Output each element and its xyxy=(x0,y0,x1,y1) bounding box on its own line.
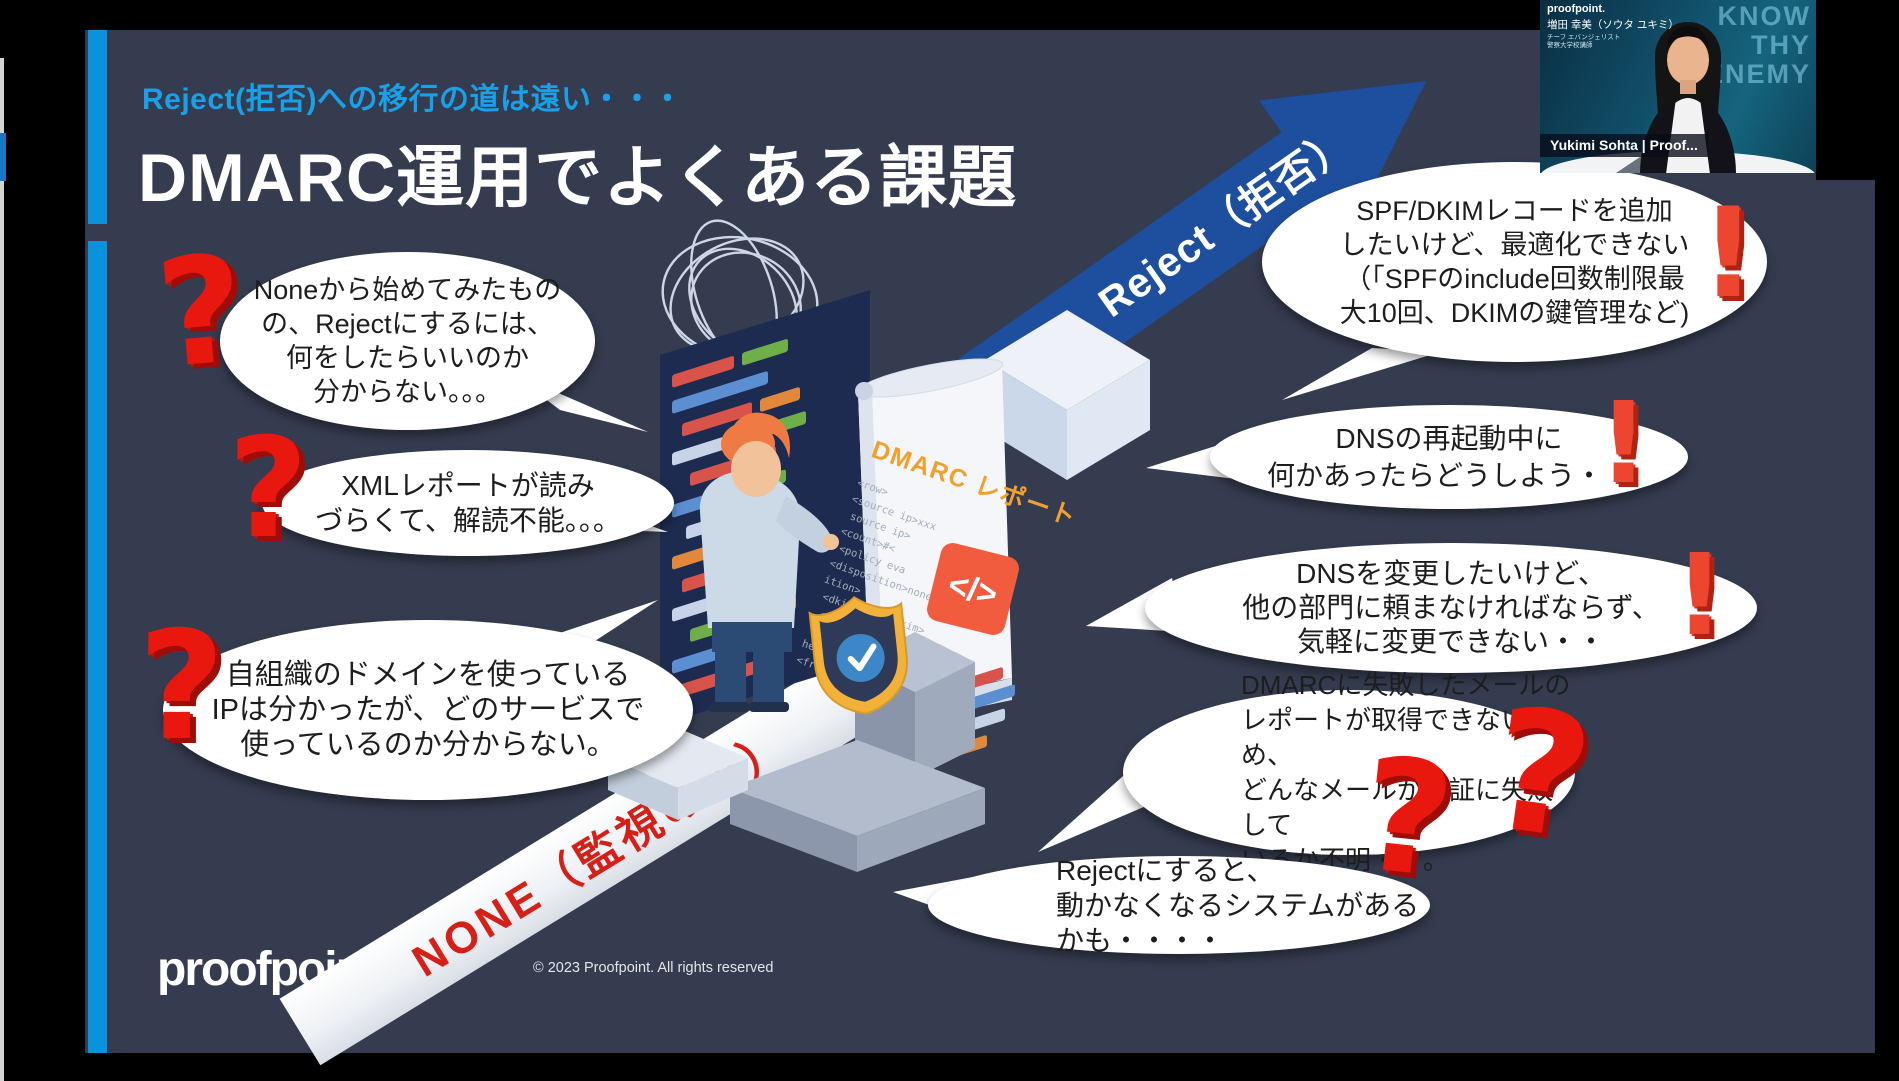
webcam-tile[interactable]: KNOW THY ENEMY proofpoint. 増田 幸美（ソウタ ユキミ… xyxy=(1540,0,1816,173)
bubble-text: DMARCに失敗したメールの レポートが取得できないため、 どんなメールが認証に… xyxy=(1241,669,1571,875)
webcam-brand-logo: proofpoint. xyxy=(1547,3,1606,15)
webcam-speaker-title: 警察大学校講師 xyxy=(1547,42,1593,49)
webcam-speaker-name: 増田 幸美（ソウタ ユキミ） xyxy=(1547,19,1679,31)
exclamation-mark-icon: ! xyxy=(1598,379,1650,509)
webcam-name-tag: Yukimi Sohta | Proof... xyxy=(1540,134,1708,157)
bubble-dns-restart: DNSの再起動中に 何かあったらどうしよう・・ xyxy=(1210,405,1688,509)
copyright-text: © 2023 Proofpoint. All rights reserved xyxy=(533,960,774,976)
bubble-text: 自組織のドメインを使っている IPは分かったが、どのサービスで 使っているのか分… xyxy=(211,658,645,761)
slide-kicker: Reject(拒否)への移行の道は遠い・・・ xyxy=(142,83,684,116)
bubble-text: SPF/DKIMレコードを追加 したいけど、最適化できない （「SPFのincl… xyxy=(1339,196,1690,328)
exclamation-mark-icon: ! xyxy=(1674,531,1726,661)
webcam-speaker-title: チーフ エバンジェリスト xyxy=(1547,34,1621,41)
bubble-dns-change: DNSを変更したいけど、 他の部門に頼まなければならず、 気軽に変更できない・・ xyxy=(1145,543,1757,673)
webcam-bg-text: KNOW THY ENEMY xyxy=(1704,1,1811,89)
bubble-text: XMLレポートが読み づらくて、解読不能。。。 xyxy=(315,470,621,536)
bubble-reject-break: Rejectにすると、 動かなくなるシステムがあるかも・・・・ xyxy=(928,855,1430,956)
bubble-text: Rejectにすると、 動かなくなるシステムがあるかも・・・・ xyxy=(1056,854,1420,956)
question-mark-icon: ? xyxy=(228,408,309,569)
slide-accent-bar xyxy=(88,30,107,224)
bubble-none-start: Noneから始めてみたもの の、Rejectにするには、 何をしたらいいのか 分… xyxy=(220,252,595,430)
question-mark-icon: ? xyxy=(138,600,226,774)
question-mark-icon: ? xyxy=(1352,722,1462,914)
slide-accent-bar xyxy=(88,241,107,1053)
bubble-own-domain: 自組織のドメインを使っている IPは分かったが、どのサービスで 使っているのか分… xyxy=(163,620,693,800)
slide-title: DMARC運用でよくある課題 xyxy=(138,140,1018,216)
bubble-text: DNSの再起動中に 何かあったらどうしよう・・ xyxy=(1266,423,1631,491)
exclamation-mark-icon: ! xyxy=(1700,182,1757,326)
bubble-spf-dkim: SPF/DKIMレコードを追加 したいけど、最適化できない （「SPFのincl… xyxy=(1262,162,1767,362)
bubble-dmarc-fail: DMARCに失敗したメールの レポートが取得できないため、 どんなメールが認証に… xyxy=(1123,670,1575,875)
webcam-gutter xyxy=(1816,0,1899,180)
bubble-text: Noneから始めてみたもの の、Rejectにするには、 何をしたらいいのか 分… xyxy=(253,275,562,407)
window-edge-marker xyxy=(0,133,6,181)
bubble-xml-report: XMLレポートが読み づらくて、解読不能。。。 xyxy=(262,450,674,556)
window-edge-strip xyxy=(0,58,4,1081)
question-mark-icon: ? xyxy=(150,222,252,402)
bubble-text: DNSを変更したいけど、 他の部門に頼まなければならず、 気軽に変更できない・・ xyxy=(1242,558,1660,657)
